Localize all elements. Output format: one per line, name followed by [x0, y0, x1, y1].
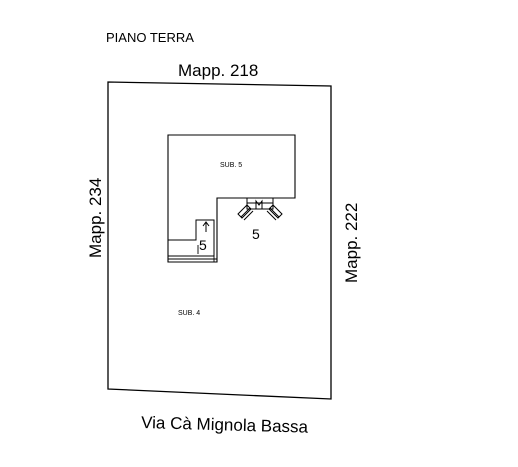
sub5-label: SUB. 5 — [220, 162, 242, 169]
building-outline — [167, 134, 296, 263]
boundary-north-label: Mapp. 218 — [178, 61, 258, 80]
steps-symbol — [237, 197, 283, 221]
lot-boundary — [107, 81, 332, 400]
boundary-east-label: Mapp. 222 — [342, 203, 361, 283]
boundary-west-label: Mapp. 234 — [86, 178, 105, 258]
entry-room-walls — [168, 219, 215, 257]
floor-label: PIANO TERRA — [106, 30, 194, 45]
arrow-up-icon — [202, 221, 210, 232]
sub4-label: SUB. 4 — [178, 310, 200, 317]
unit-marker-left: 5 — [199, 237, 207, 253]
unit-marker-right: 5 — [252, 226, 260, 242]
street-label: Via Cà Mignola Bassa — [141, 413, 309, 437]
